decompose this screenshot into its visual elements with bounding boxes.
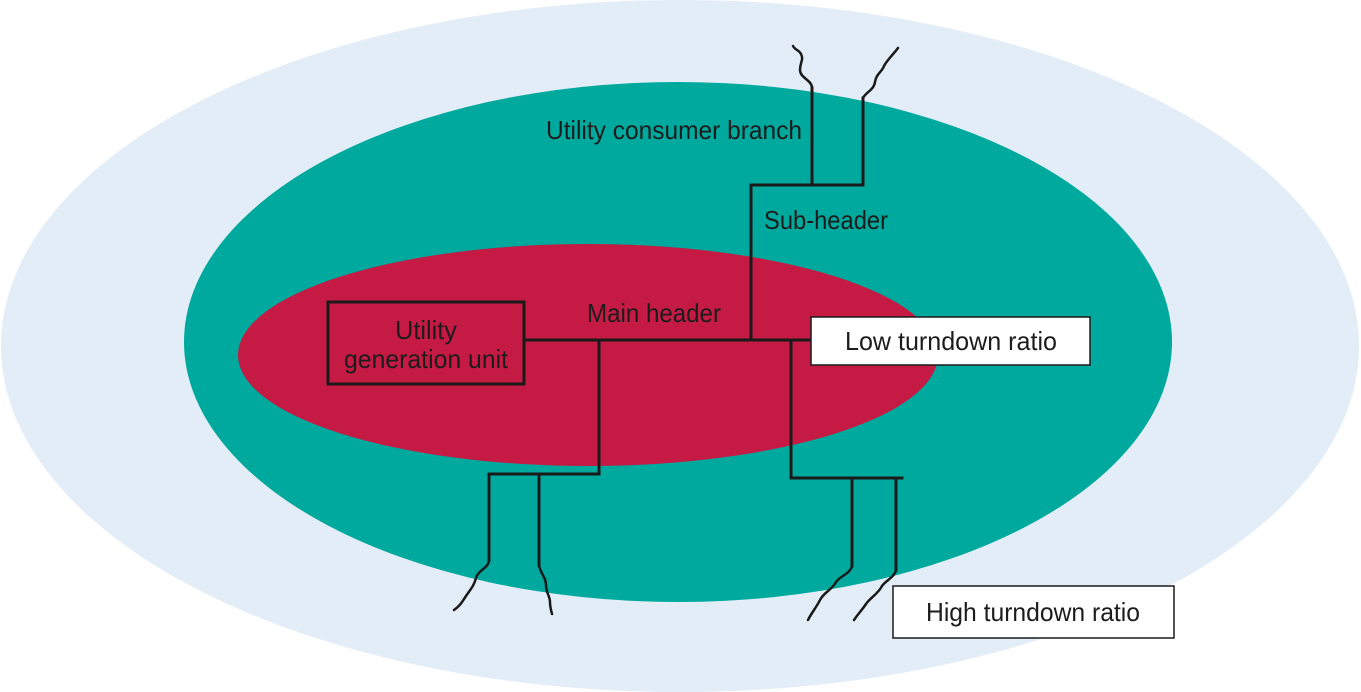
lower-left-branch-break-1 (452, 558, 491, 612)
high-turndown-box (892, 585, 1175, 639)
lower-right-branch-break-right (852, 568, 898, 622)
lower-left-branch-break-2 (537, 563, 554, 616)
generation-unit-box (326, 300, 526, 386)
main-header-label: Main header (587, 298, 721, 328)
consumer-branch-break-right (861, 46, 900, 100)
generation-unit-label-line1: Utility (395, 315, 457, 345)
sub-header-pipe (749, 183, 865, 342)
inner-zone (238, 244, 938, 466)
lower-right-branch-break-left (806, 564, 854, 622)
sub-header-label: Sub-header (764, 205, 888, 235)
lower-left-branch-pipe (487, 338, 601, 562)
lower-right-branch-pipe (789, 338, 904, 480)
low-turndown-box (810, 316, 1091, 366)
high-turndown-label: High turndown ratio (926, 597, 1140, 627)
low-turndown-label: Low turndown ratio (845, 326, 1057, 356)
consumer-branch-label: Utility consumer branch (546, 115, 802, 145)
consumer-branch-break-left (791, 44, 814, 90)
generation-unit-label-line2: generation unit (344, 344, 509, 374)
